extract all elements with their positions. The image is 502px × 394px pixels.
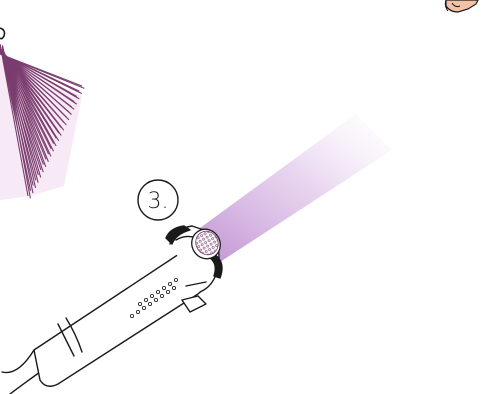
cleaning-wand-handle bbox=[2, 226, 222, 394]
grip-dot bbox=[154, 298, 157, 301]
grip-dot bbox=[174, 278, 177, 281]
step-label: 3. bbox=[148, 189, 169, 214]
grip-dot bbox=[168, 282, 171, 285]
grip-dot bbox=[138, 302, 141, 305]
grip-dot bbox=[160, 294, 163, 297]
grip-dot bbox=[142, 306, 145, 309]
spray-source-fragment bbox=[0, 28, 5, 39]
grip-dot bbox=[162, 286, 165, 289]
grip-dot bbox=[156, 290, 159, 293]
grip-dot bbox=[166, 290, 169, 293]
grip-dot bbox=[130, 314, 133, 317]
grip-dot bbox=[150, 294, 153, 297]
hand-fragment bbox=[445, 0, 478, 12]
grip-dot bbox=[136, 310, 139, 313]
grip-dot bbox=[172, 286, 175, 289]
step-callout: 3. bbox=[138, 180, 178, 220]
spray-burst bbox=[0, 28, 84, 200]
light-beam bbox=[200, 114, 392, 262]
grip-dot bbox=[148, 302, 151, 305]
grip-dot bbox=[144, 298, 147, 301]
